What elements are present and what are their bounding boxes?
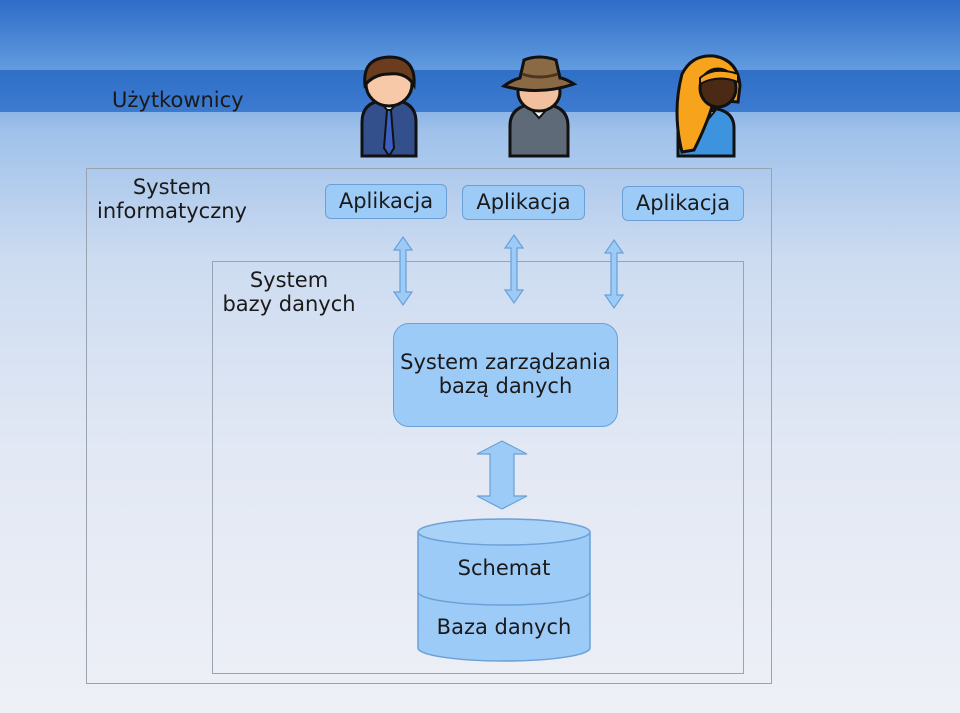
- information-system-line1: System: [132, 175, 212, 199]
- database-data-label: Baza danych: [436, 615, 572, 639]
- information-system-label: System informatyczny: [94, 175, 250, 223]
- double-arrow-app1-dbms: [392, 235, 414, 307]
- information-system-frame: [86, 168, 772, 684]
- information-system-line2: informatyczny: [97, 199, 247, 223]
- database-system-line2: bazy danych: [222, 292, 356, 316]
- database-schema-label: Schemat: [457, 556, 551, 580]
- dbms-label-line1: System zarządzania: [400, 350, 611, 374]
- double-arrow-app3-dbms: [603, 238, 625, 310]
- application-box-1[interactable]: Aplikacja: [325, 184, 447, 219]
- businessman-user-icon: [360, 55, 418, 158]
- dbms-box[interactable]: System zarządzania bazą danych: [393, 323, 618, 427]
- database-system-line1: System: [249, 268, 329, 292]
- application-box-2[interactable]: Aplikacja: [462, 185, 585, 220]
- database-system-label: System bazy danych: [218, 268, 360, 316]
- hat-user-icon: [500, 55, 578, 158]
- application-box-3[interactable]: Aplikacja: [622, 186, 744, 221]
- double-arrow-dbms-database: [476, 440, 528, 510]
- dbms-label-line2: bazą danych: [438, 374, 573, 398]
- header-band: [0, 70, 960, 112]
- database-system-frame: [212, 261, 744, 674]
- woman-user-icon: [675, 54, 742, 158]
- users-label: Użytkownicy: [112, 88, 244, 112]
- double-arrow-app2-dbms: [503, 233, 525, 305]
- database-cylinder: [417, 518, 591, 662]
